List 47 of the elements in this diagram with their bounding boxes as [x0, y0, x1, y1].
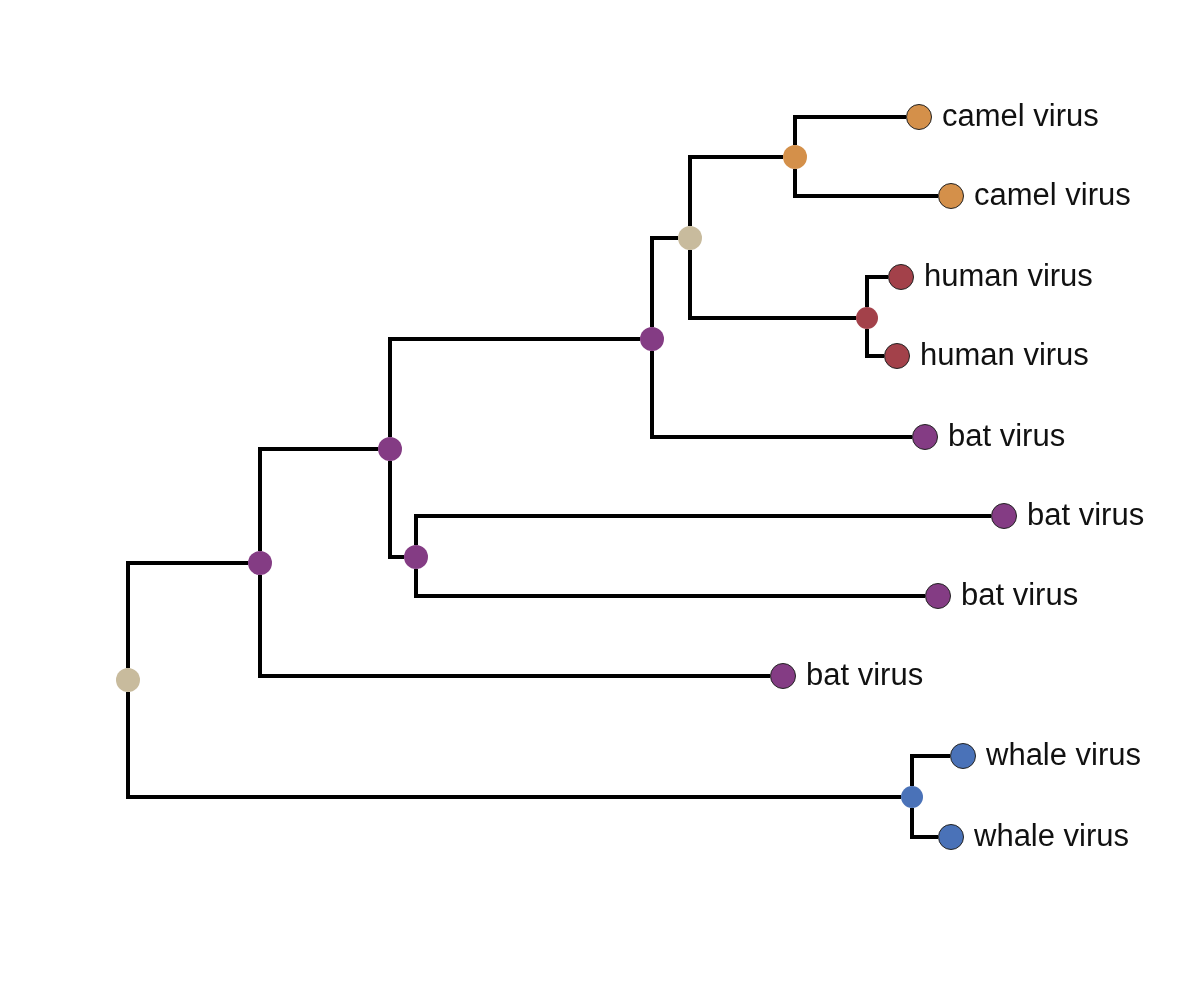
branch-node-circle: [248, 551, 272, 575]
species-label: human virus: [924, 260, 1093, 291]
leaf-node-circle: [906, 104, 932, 130]
tree-branch: [258, 447, 378, 551]
tree-branch: [258, 575, 770, 678]
tree-branch: [126, 561, 248, 668]
leaf-node-circle: [884, 343, 910, 369]
tree-branch: [688, 250, 856, 320]
tree-branch: [793, 115, 906, 145]
tree-branch: [650, 351, 912, 439]
leaf-node-circle: [991, 503, 1017, 529]
species-label: camel virus: [974, 179, 1131, 210]
tree-branch: [793, 169, 938, 198]
leaf-node-circle: [925, 583, 951, 609]
species-label: bat virus: [1027, 499, 1145, 530]
species-label: human virus: [920, 339, 1089, 370]
branch-node-circle: [116, 668, 140, 692]
tree-branch: [688, 155, 783, 226]
branch-node-circle: [678, 226, 702, 250]
species-label: camel virus: [942, 100, 1099, 131]
tree-branch: [910, 808, 938, 839]
leaf-node-circle: [938, 183, 964, 209]
species-label: bat virus: [806, 659, 924, 690]
branch-node-circle: [378, 437, 402, 461]
species-label: bat virus: [948, 420, 1066, 451]
tree-branch: [388, 461, 404, 559]
tree-branch: [414, 514, 991, 545]
tree-branch: [865, 329, 884, 358]
leaf-node-circle: [888, 264, 914, 290]
branch-node-circle: [783, 145, 807, 169]
leaf-node-circle: [950, 743, 976, 769]
leaf-node-circle: [770, 663, 796, 689]
tree-branch: [414, 569, 925, 598]
tree-branch: [910, 754, 950, 786]
branch-node-circle: [404, 545, 428, 569]
branch-node-circle: [640, 327, 664, 351]
species-label: whale virus: [974, 820, 1130, 851]
tree-branch: [126, 692, 901, 799]
species-label: bat virus: [961, 579, 1079, 610]
leaf-node-circle: [938, 824, 964, 850]
branch-node-circle: [901, 786, 923, 808]
leaf-node-circle: [912, 424, 938, 450]
species-label: whale virus: [986, 739, 1142, 770]
branch-node-circle: [856, 307, 878, 329]
tree-branch: [865, 275, 888, 307]
tree-branch: [650, 236, 678, 327]
tree-branch: [388, 337, 640, 437]
